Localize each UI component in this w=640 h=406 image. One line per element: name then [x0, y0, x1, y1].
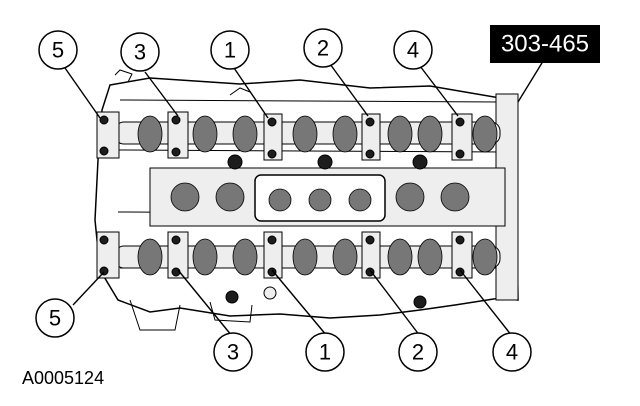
figure-id: A0005124: [22, 368, 104, 388]
callout-top-5: 4: [393, 30, 433, 70]
callout-top-3: 1: [210, 30, 250, 70]
bearing-cap: [451, 113, 473, 161]
bearing-cap: [361, 113, 381, 161]
svg-text:1: 1: [224, 38, 236, 63]
svg-text:3: 3: [134, 40, 146, 65]
bearing-cap: [167, 111, 189, 159]
bearing-cap: [361, 231, 381, 279]
bearing-cap: [451, 231, 473, 279]
bearing-cap: [167, 231, 189, 279]
bearing-caps-top: [96, 111, 473, 161]
svg-text:2: 2: [412, 340, 424, 365]
svg-text:303-465: 303-465: [501, 31, 589, 58]
svg-text:3: 3: [227, 340, 239, 365]
svg-text:5: 5: [49, 306, 61, 331]
svg-text:2: 2: [317, 36, 329, 61]
callout-bottom-2: 3: [213, 332, 253, 372]
bearing-cap: [96, 231, 120, 279]
svg-text:4: 4: [407, 38, 419, 63]
svg-text:5: 5: [52, 38, 64, 63]
tool-number-label: 303-465: [490, 25, 600, 63]
bearing-cap: [96, 111, 120, 159]
spark-plug-section: [149, 154, 506, 227]
callout-bottom-5: 4: [492, 332, 532, 372]
lower-camshaft: [114, 238, 501, 276]
callout-top-1: 5: [38, 30, 78, 70]
cylinder-head-illustration: [94, 69, 519, 331]
svg-text:4: 4: [506, 340, 518, 365]
bearing-cap: [263, 231, 283, 279]
callout-top-4: 2: [303, 28, 343, 68]
bearing-cap: [263, 113, 283, 161]
leader-lines-top: [64, 57, 546, 119]
upper-camshaft: [114, 115, 501, 153]
callout-bottom-3: 1: [305, 332, 345, 372]
leader-lines-bottom: [72, 269, 513, 337]
bearing-caps-bottom: [96, 231, 473, 279]
callout-bottom-1: 5: [35, 298, 75, 338]
callout-top-2: 3: [120, 32, 160, 72]
callout-bottom-4: 2: [398, 332, 438, 372]
svg-text:1: 1: [319, 340, 331, 365]
